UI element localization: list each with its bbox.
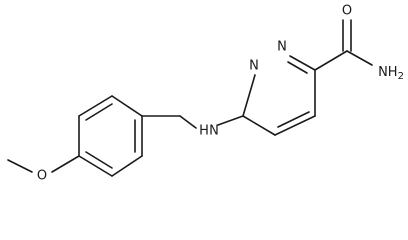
benzene-ring xyxy=(78,95,143,177)
bond-ph-4 xyxy=(78,155,113,177)
amine-hydrogen-label: H xyxy=(199,124,209,139)
ring-nitrogen-1-label: N xyxy=(249,59,259,74)
bond-o-to-ch3 xyxy=(7,159,33,173)
ether-oxygen-label: O xyxy=(37,169,47,184)
amide-oxygen-label: O xyxy=(342,4,352,19)
bond-carbonyl-to-nh2 xyxy=(346,50,373,66)
amine-nitrogen-label: N xyxy=(209,124,219,139)
methoxy-group xyxy=(7,155,80,173)
bond-c6-nh xyxy=(217,115,244,126)
bond-c3-n2-inner xyxy=(287,61,308,74)
bond-c6-c5 xyxy=(242,115,276,136)
carboxamide-group xyxy=(314,19,373,71)
bond-ph-inner-1 xyxy=(85,103,113,121)
bond-ph-2 xyxy=(78,95,113,117)
bond-ph-to-o xyxy=(51,155,80,173)
pyridazine-ring xyxy=(242,55,316,136)
bond-c5-c4-inner xyxy=(277,111,310,128)
bond-c3-n2 xyxy=(289,55,316,71)
bond-ph-inner-2 xyxy=(85,151,113,169)
bond-nh-ch2 xyxy=(179,115,197,129)
bond-n1-c6 xyxy=(242,74,256,117)
bond-carbonyl-to-ring xyxy=(314,50,348,71)
amine-linker xyxy=(141,115,244,129)
bond-c5-c4 xyxy=(274,115,316,136)
bond-ph-1 xyxy=(111,95,143,117)
ring-nitrogen-2-label: N xyxy=(277,40,287,55)
bond-ph-5 xyxy=(111,155,143,177)
molecule-diagram: O NH2 N N H N O xyxy=(7,4,404,184)
amide-nitrogen-label: NH2 xyxy=(378,65,404,82)
